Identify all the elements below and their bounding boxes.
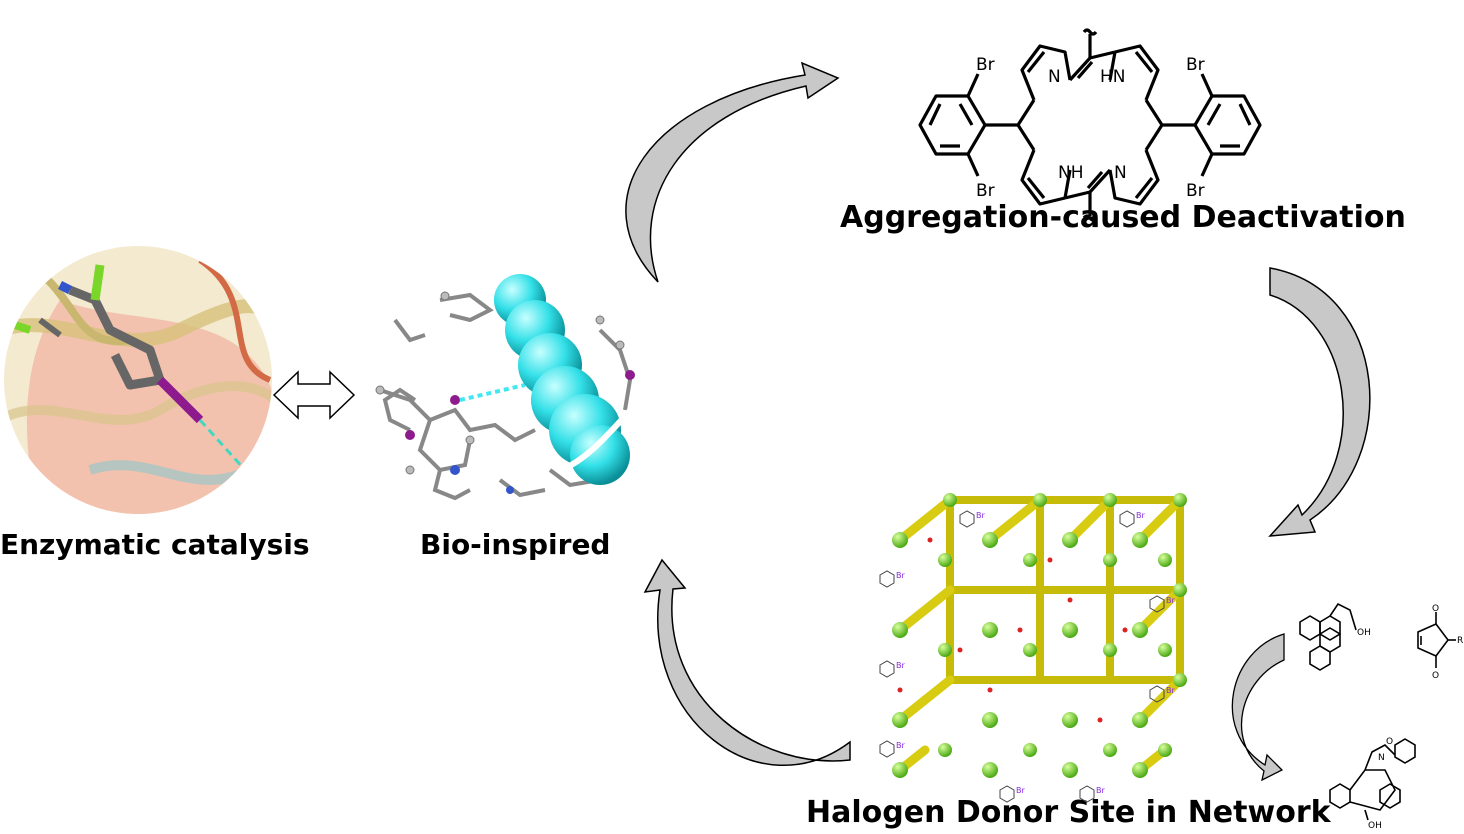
- diels-alder-product-structure: [1329, 738, 1416, 821]
- svg-text:Br: Br: [1096, 786, 1105, 795]
- oh-label: OH: [1357, 628, 1371, 638]
- enzyme-structure-image: [4, 246, 272, 514]
- svg-text:NH: NH: [1058, 163, 1084, 183]
- porphyrin-atom-labels: Br Br Br Br N HN NH N: [976, 55, 1205, 201]
- svg-text:Br: Br: [976, 511, 985, 520]
- svg-text:Br: Br: [976, 181, 995, 201]
- cycle-arrow-top-left: [625, 61, 840, 283]
- halogen-donor-label: Halogen Donor Site in Network: [806, 795, 1331, 830]
- svg-text:Br: Br: [1136, 511, 1145, 520]
- porphyrin-structure: [918, 28, 1262, 222]
- svg-text:Br: Br: [1016, 786, 1025, 795]
- cyclopentenedione-structure: [1417, 612, 1456, 668]
- svg-text:Br: Br: [1166, 686, 1175, 695]
- cycle-arrow-bottom-left: [643, 558, 851, 766]
- product-oh-label: OH: [1368, 821, 1382, 831]
- svg-text:Br: Br: [976, 55, 995, 75]
- imide-o-label: O: [1386, 737, 1393, 747]
- ketone-o-top: O: [1432, 604, 1439, 614]
- imide-n-label: N: [1378, 753, 1385, 763]
- aggregation-deactivation-label: Aggregation-caused Deactivation: [840, 200, 1406, 235]
- double-headed-arrow: [272, 370, 356, 420]
- svg-text:N: N: [1114, 163, 1127, 183]
- anthracenemethanol-structure: [1299, 602, 1357, 671]
- svg-text:HN: HN: [1100, 67, 1126, 87]
- ketone-o-bottom: O: [1432, 671, 1439, 681]
- halogen-network-lattice: Br Br Br Br Br Br Br Br Br: [879, 493, 1187, 803]
- svg-text:N: N: [1048, 67, 1061, 87]
- svg-text:Br: Br: [1186, 55, 1205, 75]
- svg-text:Br: Br: [1186, 181, 1205, 201]
- cycle-arrow-right: [1268, 267, 1371, 537]
- svg-text:Br: Br: [1166, 596, 1175, 605]
- enzymatic-catalysis-label: Enzymatic catalysis: [0, 528, 310, 561]
- svg-text:Br: Br: [896, 741, 905, 750]
- reaction-arrow: [1231, 633, 1285, 782]
- svg-text:Br: Br: [896, 571, 905, 580]
- bio-inspired-label: Bio-inspired: [420, 528, 611, 561]
- svg-text:Br: Br: [896, 661, 905, 670]
- bio-inspired-structure-image: [375, 274, 643, 501]
- r-group-label: R: [1457, 636, 1463, 646]
